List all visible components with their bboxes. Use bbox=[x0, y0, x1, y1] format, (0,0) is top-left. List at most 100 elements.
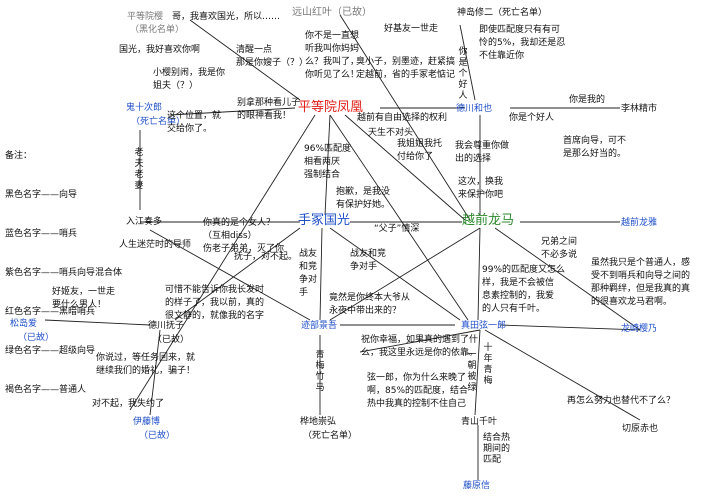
legend-item: 紫色名字——哨兵向导混合体 bbox=[5, 268, 123, 278]
edge-shenzhuo-haiyuan bbox=[459, 24, 476, 101]
legend-item: 褐色名字——普通人 bbox=[5, 385, 87, 395]
quote: 96%匹配度 相看两厌 强制结合 bbox=[304, 144, 352, 180]
quote: 小樱别闹，我是你 姐夫（？） bbox=[153, 68, 226, 91]
quote: “父子”情深 bbox=[374, 224, 420, 234]
quote: 弦一郎，你为什么来晚了 啊，85%的匹配度，结合 热中我真的控制不住自己 bbox=[367, 373, 469, 409]
edge-zhenshan-qietuan bbox=[484, 329, 641, 421]
edge-pingdengyuan-sheng bbox=[189, 19, 301, 101]
quote: 结合热 期间的 匹配 bbox=[483, 433, 511, 465]
node-haiyuan: 德川和也 bbox=[456, 104, 493, 114]
quote: 抱歉，是我没 有保护好她。 bbox=[336, 187, 391, 210]
edge-pingdengyuan-guishi bbox=[169, 107, 296, 116]
node-ping-yuanying: 平等院樱 bbox=[127, 12, 163, 23]
edge-derchuan-songdao bbox=[44, 319, 151, 326]
node-qiantian: 龙崎樱乃 bbox=[621, 324, 658, 334]
edge-zhenshan-zhuyuan bbox=[359, 329, 481, 353]
quote: 越前有自由选择的权利 bbox=[357, 113, 448, 123]
quote: 老 夫 老 妻 bbox=[134, 148, 144, 191]
node-yueqian: 越前龙马 bbox=[462, 213, 515, 228]
quote: 别拿那种看儿子 的眼神看我！ bbox=[237, 98, 301, 121]
quote: 人生迷茫时的导师 bbox=[119, 240, 192, 250]
edge-yueqian-zhenshan bbox=[477, 227, 481, 321]
legend-item: 绿色名字——超级向导 bbox=[5, 346, 96, 356]
quote: 虽然我只是个普通人，感 受不到哨兵和向导之间的 那种羁绊，但是我真的真 的很喜欢… bbox=[591, 258, 691, 307]
node-lilin: 李林精市 bbox=[621, 104, 658, 114]
node-black-list-tag: （黑化名单） bbox=[130, 25, 185, 35]
node-rujiang: 入江奏多 bbox=[126, 217, 163, 227]
node-cuidi: 桦地崇弘 bbox=[300, 417, 337, 427]
node-songdao-tag: （已故） bbox=[18, 333, 55, 343]
quote: 你是个好人 bbox=[509, 113, 555, 123]
quote: 你说过，等任务回来，就 继续我们的婚礼，骗子！ bbox=[96, 353, 196, 376]
quote: 再怎么努力也替代不了么？ bbox=[567, 396, 676, 406]
legend-item: 红色名字——黑暗哨兵 bbox=[5, 307, 96, 317]
node-qingshan: 青山千叶 bbox=[461, 417, 498, 427]
node-songdao: 松岛爱 bbox=[10, 319, 38, 329]
node-longwei: 越前龙雅 bbox=[621, 218, 658, 228]
legend-item: 黑色名字——向导 bbox=[5, 190, 78, 200]
node-shenzhuo: 神岛修二（死亡名单） bbox=[457, 8, 548, 18]
node-yuanshan: 远山红叶（已故） bbox=[292, 7, 372, 18]
quote: 天生不对头 bbox=[368, 128, 414, 138]
quote: 兄弟之间 不必多说 bbox=[541, 237, 578, 260]
edge-shouzhong-derchuan bbox=[174, 227, 301, 321]
quote: 竟然是你终本大爷从 永夜中带出来的？ bbox=[329, 293, 411, 316]
quote: 99%的匹配度又怎么 样，我是不会被信 息素控制的，我爱 的人只有千叶。 bbox=[482, 265, 566, 314]
quote: 你真的是个女人？ （互相diss） 伤老子弟弟，灭了你 bbox=[203, 218, 285, 254]
edge-shouzhong-tugan bbox=[319, 227, 323, 321]
node-tugan: 迹部景吾 bbox=[301, 321, 338, 331]
node-zhenshan: 真田弦一郎 bbox=[461, 321, 507, 331]
quote: 好基友一世走 bbox=[384, 24, 439, 34]
quote: 首席向导，可不 是那么好当的。 bbox=[563, 136, 627, 159]
node-yisheng: 伊藤博 bbox=[133, 417, 161, 427]
node-tengyuan: 藤原信 bbox=[463, 481, 491, 491]
node-cuidi-tag: （死亡名单） bbox=[303, 431, 358, 441]
node-pingdengyuan-fenghuang: 平等院凤凰 bbox=[298, 100, 364, 115]
legend-item: 蓝色名字——哨兵 bbox=[5, 229, 78, 239]
quote: 哥，我喜欢国光，所以…… bbox=[172, 12, 281, 22]
quote: 战友 和竞 争对 手 bbox=[299, 249, 318, 298]
node-guishi: 鬼十次郎 bbox=[126, 103, 163, 113]
edge-shouzhong-zhenshan bbox=[329, 227, 461, 321]
edge-pingdengyuan-yueqian bbox=[344, 114, 466, 221]
edge-yueqian-tugan bbox=[329, 227, 481, 321]
legend-title: 备注： bbox=[5, 151, 33, 161]
quote: 你是我的 bbox=[569, 95, 606, 105]
edge-yueqian-qiantian bbox=[494, 227, 641, 331]
edge-yuanshan-yueqian bbox=[339, 14, 471, 221]
quote: 祝你幸福，如果真的遇到了什 么，我这里永远是你的依靠。 bbox=[361, 335, 479, 358]
quote: 战友和竞 争对手 bbox=[350, 249, 387, 272]
quote: 我会尊重你做 出的选择 bbox=[455, 141, 510, 164]
quote: 我姐姐我托 付给你了 bbox=[397, 139, 443, 162]
edge-pingdengyuan-shouzhong bbox=[324, 114, 331, 216]
quote: 国光，我好喜欢你啊 bbox=[119, 45, 201, 55]
quote: 这次，换我 来保护你吧 bbox=[458, 177, 504, 200]
node-derchuan-tag: （已故） bbox=[153, 335, 190, 345]
quote: 一 朝 被 绿 bbox=[467, 350, 477, 393]
quote: 你 是 个 好 人 bbox=[458, 47, 468, 101]
legend: 备注： 黑色名字——向导 蓝色名字——哨兵 紫色名字——哨兵向导混合体 红色名字… bbox=[5, 124, 122, 423]
node-qietuan: 切原赤也 bbox=[622, 424, 659, 434]
edge-rujiang-tugan bbox=[149, 229, 311, 321]
quote: 臭小子，别墨迹，赶紧搞 定越前，省的手冢老惦记 bbox=[356, 57, 456, 80]
node-yisheng-tag: （已故） bbox=[139, 431, 176, 441]
quote: 抚子，对不起。 bbox=[234, 252, 298, 262]
edge-zhenshan-qiantian bbox=[499, 324, 641, 331]
node-guishi-tag: （死亡名单） bbox=[131, 117, 186, 127]
quote: 可惜不能告诉你我长发时 的样子了，我以前，真的 很文静的，就像我的名字 bbox=[165, 285, 265, 321]
node-shouzhong: 手冢国光 bbox=[298, 213, 351, 228]
node-name: 平等院樱 bbox=[127, 12, 164, 22]
edge-pingdengyuan-zhenshan bbox=[329, 114, 469, 321]
edge-zhenshan-qingshan bbox=[474, 329, 481, 416]
quote: 即使匹配度只有有可 怜的5%，我却还是忍 不住靠近你 bbox=[479, 25, 566, 61]
quote: 青 梅 竹 马 bbox=[315, 350, 325, 393]
quote: 对不起，我失约了 bbox=[92, 399, 165, 409]
edge-pingdengyuan-yisheng bbox=[129, 114, 316, 411]
quote: 好姬友，一世走 要什么男人！ bbox=[52, 287, 116, 310]
quote: 你不是一直想 听我叫你妈妈 么？我叫了， 你听见了么！ bbox=[305, 31, 360, 80]
edge-derchuan-yisheng bbox=[149, 329, 161, 416]
quote: 清醒一点 那是你嫂子（？） bbox=[236, 45, 309, 68]
node-derchuan: 德川抚子 bbox=[148, 321, 185, 331]
